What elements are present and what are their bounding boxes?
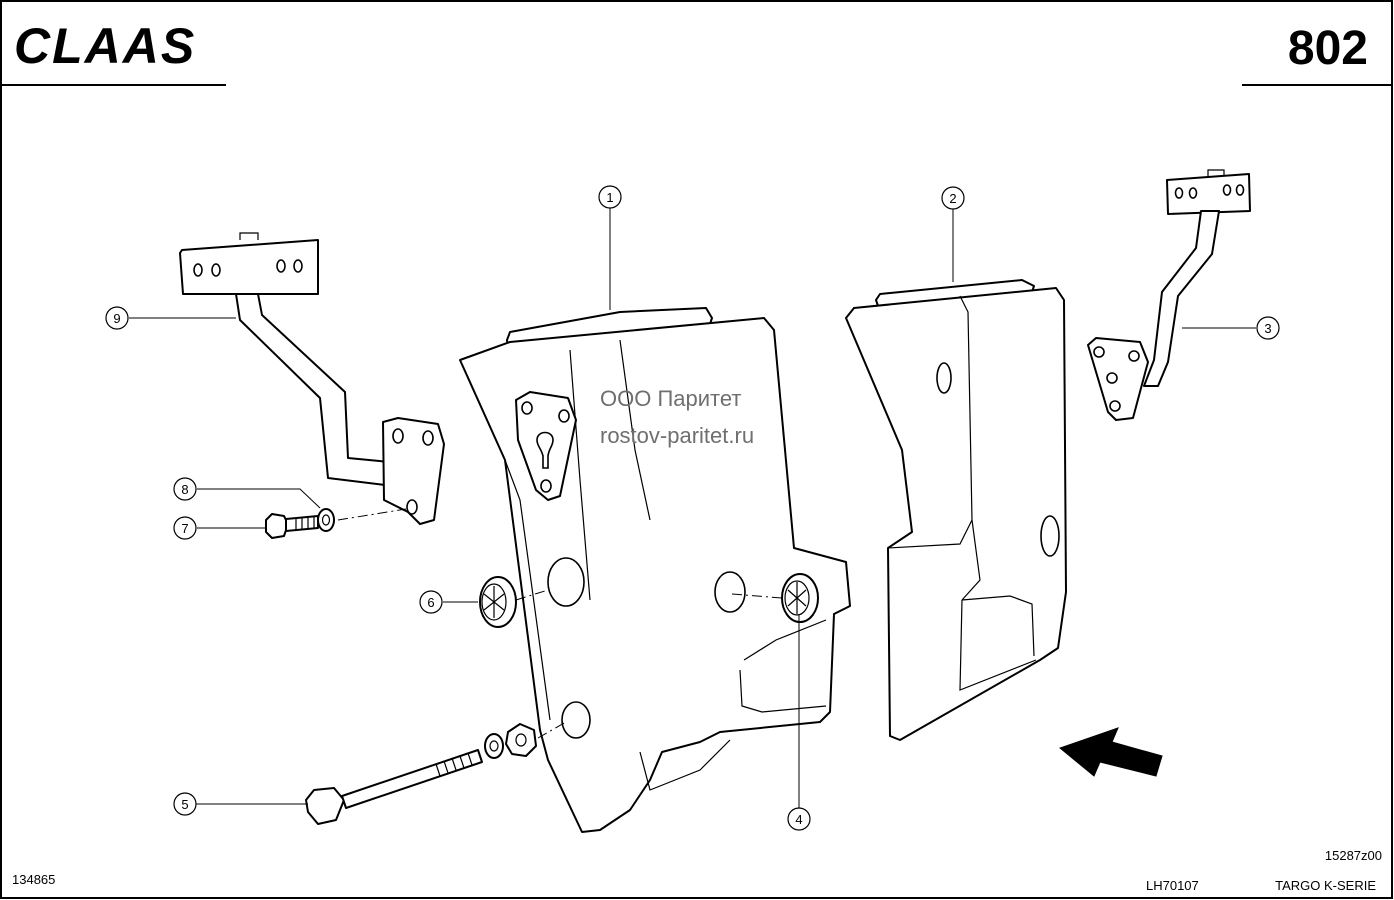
callout-1-number: 1 [606, 190, 613, 205]
part-2-fender-right [845, 279, 1067, 741]
watermark-line-1: ООО Паритет [600, 386, 741, 411]
callout-6-number: 6 [427, 595, 434, 610]
footer-model: TARGO K-SERIE [1275, 878, 1376, 893]
part-7-axis [337, 508, 407, 521]
footer-drawing-ref: 15287z00 [1325, 848, 1382, 863]
part-6-axis [515, 589, 549, 601]
part-5-axis [537, 721, 567, 739]
arrow-left-icon [1058, 727, 1163, 777]
part-4-plug [781, 573, 819, 623]
callout-4[interactable]: 4 [787, 807, 811, 831]
part-8-washer [317, 508, 335, 532]
callout-6[interactable]: 6 [419, 590, 443, 614]
callout-3[interactable]: 3 [1256, 316, 1280, 340]
part-5-nut [505, 723, 537, 757]
callout-5[interactable]: 5 [173, 792, 197, 816]
callout-3-number: 3 [1264, 321, 1271, 336]
callout-leaders [129, 208, 1256, 808]
part-4-axis [731, 593, 783, 599]
watermark-line-2: rostov-paritet.ru [600, 423, 754, 448]
callout-8-number: 8 [181, 482, 188, 497]
footer-left-code: 134865 [12, 872, 55, 887]
footer-center-code: LH70107 [1146, 878, 1199, 893]
part-7-bolt [265, 513, 319, 539]
part-5-washer [484, 733, 504, 759]
callout-7-number: 7 [181, 521, 188, 536]
part-1-fender-left [459, 307, 851, 833]
callout-4-number: 4 [795, 812, 802, 827]
page-number: 802 [1288, 22, 1368, 75]
callout-2-number: 2 [949, 191, 956, 206]
part-6-plug [479, 576, 517, 628]
part-9-step-bracket [179, 232, 445, 525]
callout-2[interactable]: 2 [941, 186, 965, 210]
callout-8[interactable]: 8 [173, 477, 197, 501]
callout-5-number: 5 [181, 797, 188, 812]
callout-1[interactable]: 1 [598, 185, 622, 209]
callout-7[interactable]: 7 [173, 516, 197, 540]
callout-9-number: 9 [113, 311, 120, 326]
part-5-bolt [305, 749, 483, 825]
callout-9[interactable]: 9 [105, 306, 129, 330]
brand-logo: CLAAS [14, 18, 196, 74]
part-3-step-bracket [1087, 169, 1251, 421]
